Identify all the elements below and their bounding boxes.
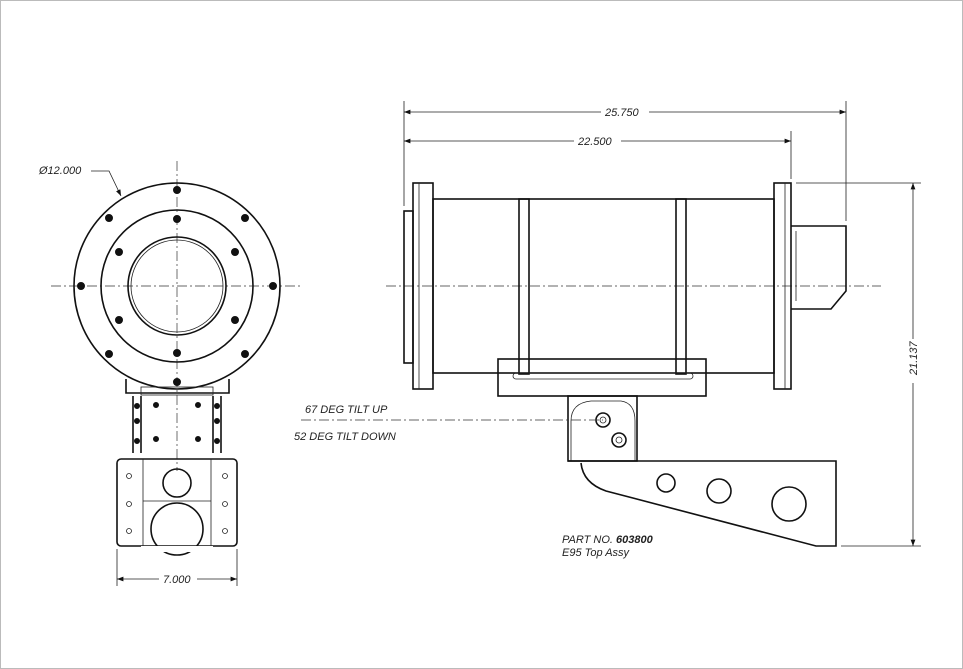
svg-text:PART NO. 603800: PART NO. 603800 xyxy=(562,534,654,546)
base-width-dimension: 7.000 xyxy=(163,574,191,586)
diameter-dimension: Ø12.000 xyxy=(38,165,82,177)
side-view: 67 DEG TILT UP 52 DEG TILT DOWN 25.750 2… xyxy=(294,101,921,547)
housing-length-dimension: 22.500 xyxy=(577,136,613,148)
title-block: PART NO. 603800 E95 Top Assy xyxy=(562,534,654,559)
bolt-pattern xyxy=(77,186,277,386)
part-label: PART NO. xyxy=(562,534,613,546)
part-number: 603800 xyxy=(616,534,654,546)
height-dimension: 21.137 xyxy=(908,340,920,376)
outer-flange xyxy=(73,182,281,390)
overall-length-dimension: 25.750 xyxy=(604,107,640,119)
tilt-up-note: 67 DEG TILT UP xyxy=(305,404,388,416)
tilt-down-note: 52 DEG TILT DOWN xyxy=(294,431,396,443)
tilt-block xyxy=(567,395,638,462)
mount-bracket xyxy=(568,460,837,547)
front-view: Ø12.000 7.000 xyxy=(38,161,301,586)
part-description: E95 Top Assy xyxy=(562,547,631,559)
